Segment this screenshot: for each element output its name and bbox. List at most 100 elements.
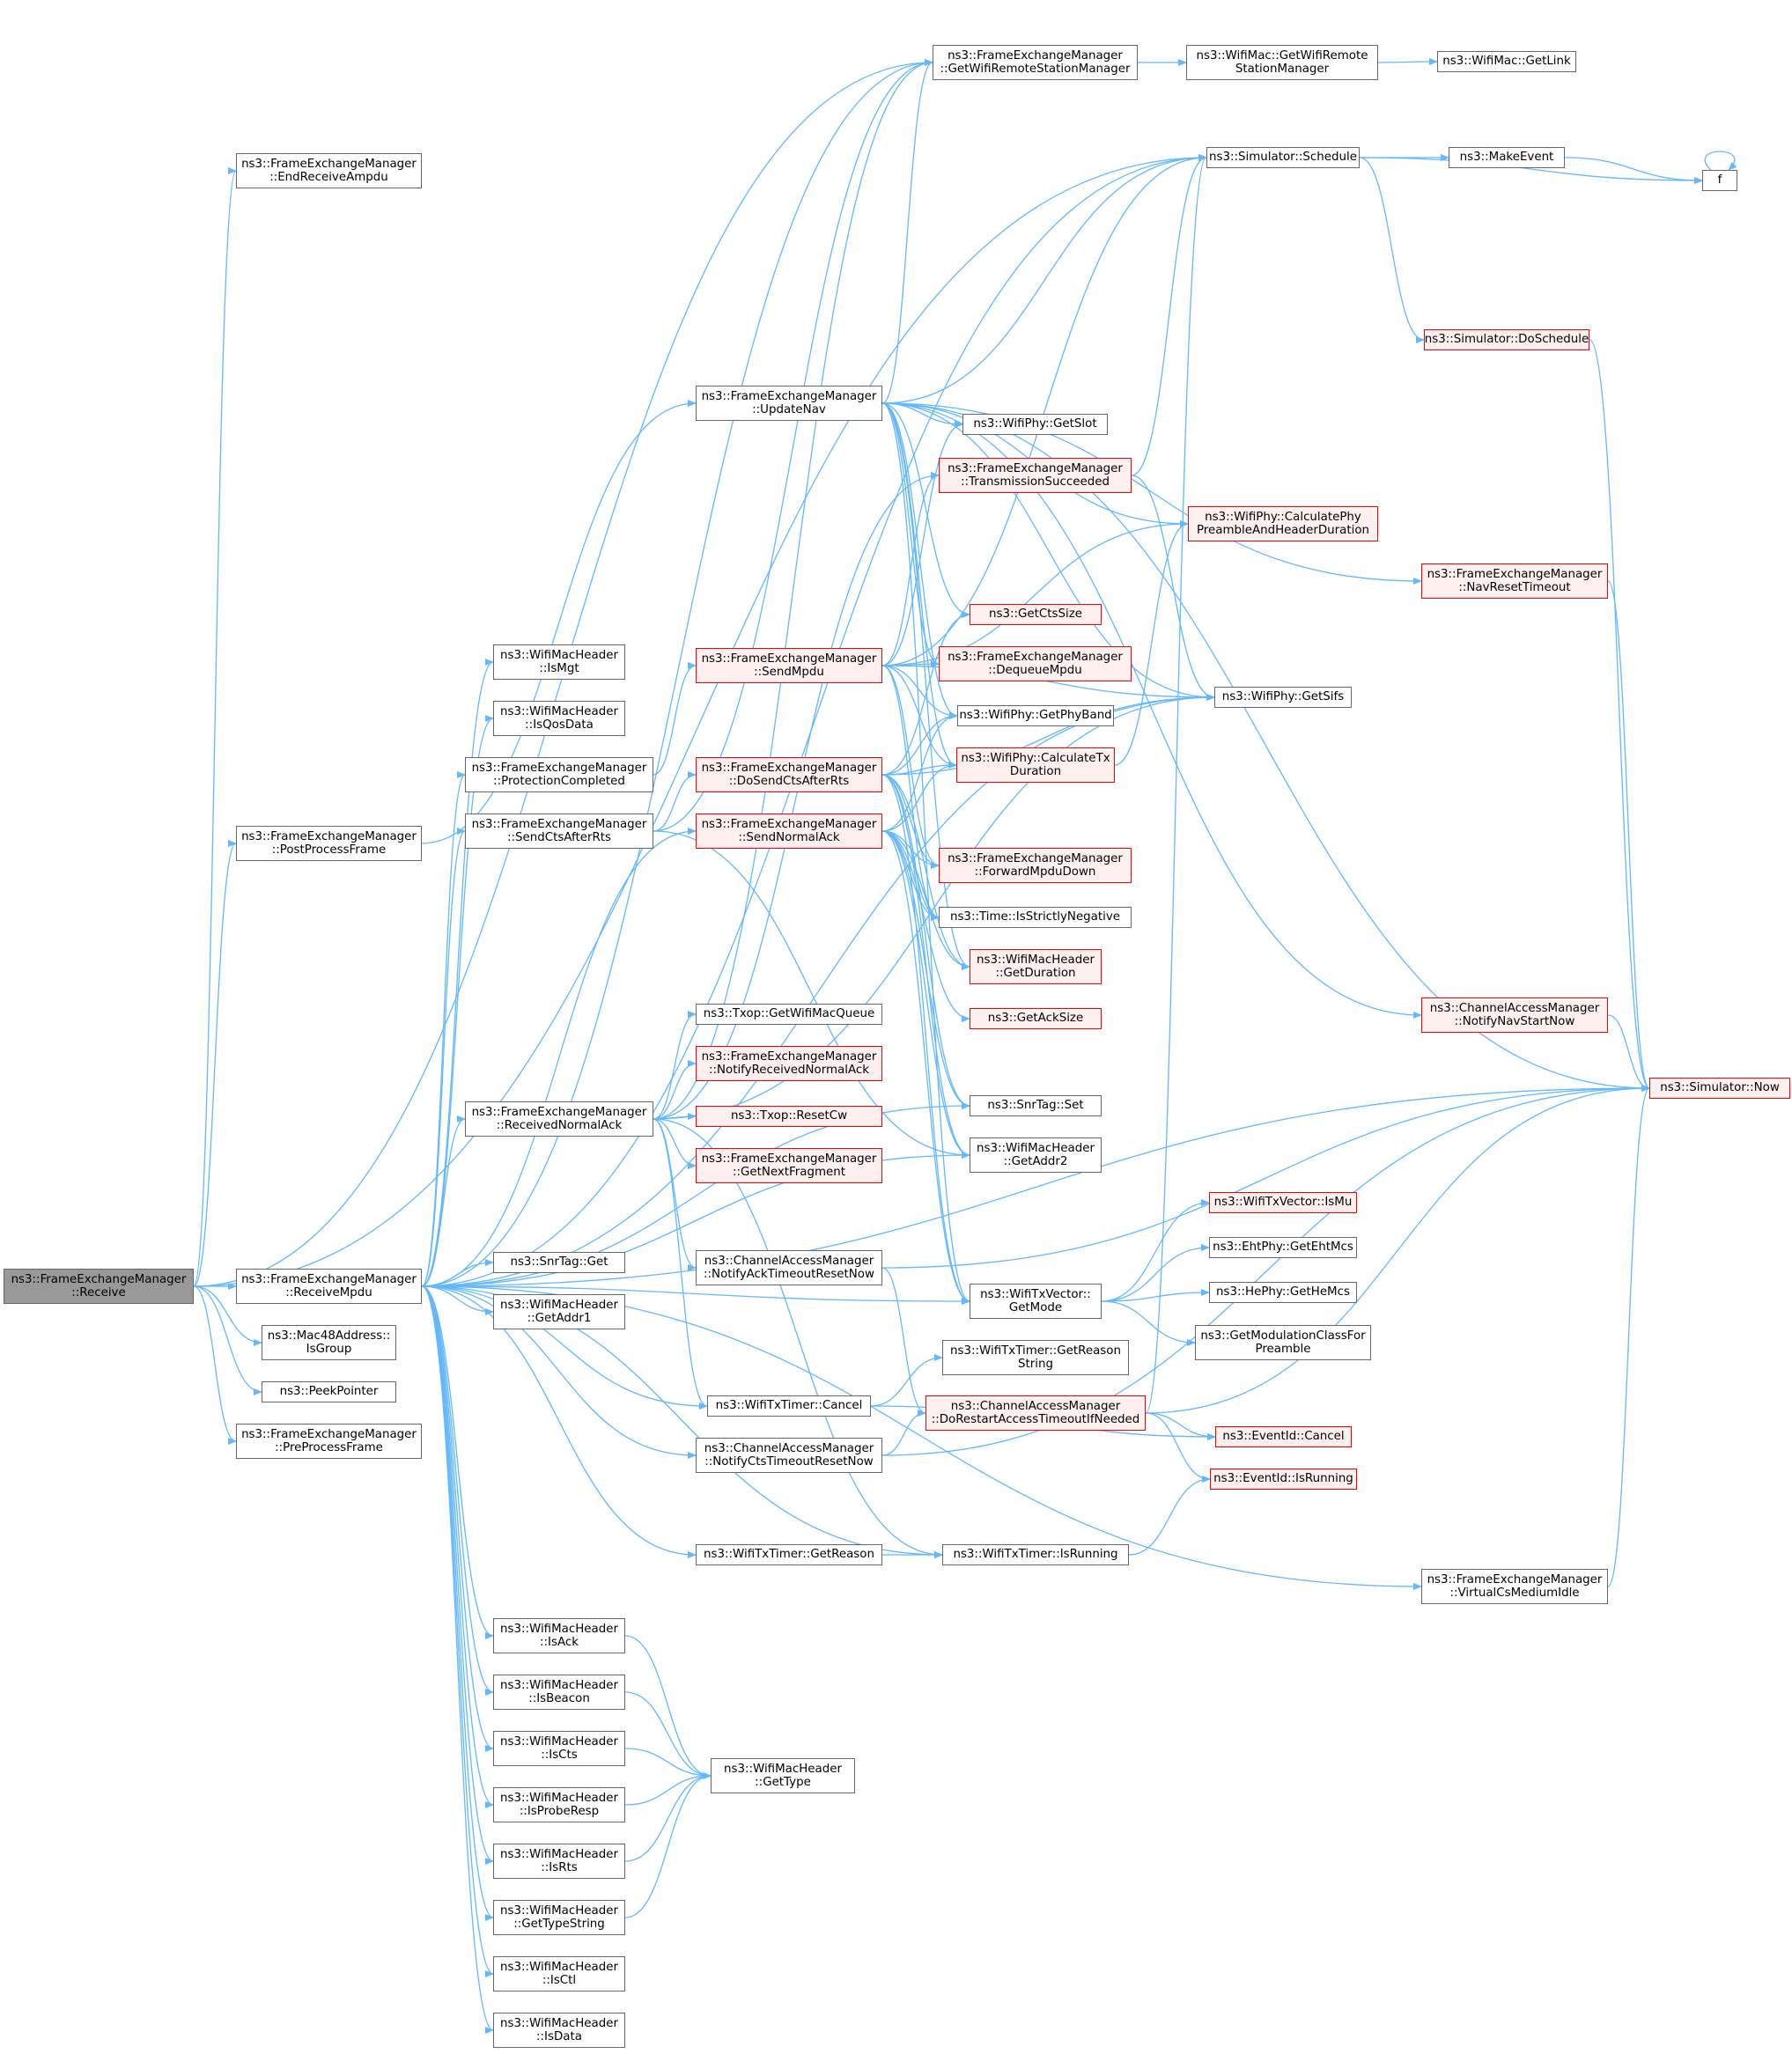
node-makeevent[interactable]: ns3::MakeEvent	[1449, 147, 1565, 168]
node-gethemcs[interactable]: ns3::HePhy::GetHeMcs	[1209, 1282, 1357, 1303]
node-label: ns3::FrameExchangeManager	[948, 851, 1123, 865]
node-doschedule[interactable]: ns3::Simulator::DoSchedule	[1424, 329, 1589, 350]
node-snrtagset[interactable]: ns3::SnrTag::Set	[970, 1095, 1102, 1116]
node-updatenav[interactable]: ns3::FrameExchangeManager::UpdateNav	[696, 386, 882, 421]
edge-dorestartaccesstimeout-to-eventidisrunning	[1145, 1412, 1211, 1483]
node-txopgetwifimacqueue[interactable]: ns3::Txop::GetWifiMacQueue	[696, 1004, 882, 1025]
node-wifitxtimergetreason[interactable]: ns3::WifiTxTimer::GetReason	[696, 1544, 882, 1565]
edge-receive-to-peekpointer	[193, 1285, 262, 1395]
node-dosendctsafterrts[interactable]: ns3::FrameExchangeManager::DoSendCtsAfte…	[696, 757, 882, 792]
node-protectioncompleted[interactable]: ns3::FrameExchangeManager::ProtectionCom…	[465, 757, 653, 792]
node-virtualcsmediumidle[interactable]: ns3::FrameExchangeManager::VirtualCsMedi…	[1421, 1569, 1608, 1604]
edge-sendnormalack-to-getacksize	[881, 830, 970, 1022]
node-label: ns3::FrameExchangeManager	[948, 650, 1123, 664]
node-wifitxtimercancel[interactable]: ns3::WifiTxTimer::Cancel	[707, 1395, 871, 1417]
node-gettypestring[interactable]: ns3::WifiMacHeader::GetTypeString	[493, 1900, 625, 1935]
node-sendnormalack[interactable]: ns3::FrameExchangeManager::SendNormalAck	[696, 814, 882, 849]
node-receivednormalack[interactable]: ns3::FrameExchangeManager::ReceivedNorma…	[465, 1101, 653, 1137]
edge-dosendctsafterrts-to-wifitxvectorgetmode	[881, 774, 970, 1305]
node-gettype[interactable]: ns3::WifiMacHeader::GetType	[711, 1758, 855, 1793]
node-isack[interactable]: ns3::WifiMacHeader::IsAck	[493, 1618, 625, 1653]
node-label: ::PostProcessFrame	[271, 843, 387, 857]
edge-receivempdu-to-wifitxtimergetreason	[421, 1285, 697, 1558]
node-receivempdu[interactable]: ns3::FrameExchangeManager::ReceiveMpdu	[236, 1269, 422, 1304]
node-notifyreceivednormalack[interactable]: ns3::FrameExchangeManager::NotifyReceive…	[696, 1046, 882, 1081]
node-notifynavstartnow[interactable]: ns3::ChannelAccessManager::NotifyNavStar…	[1421, 998, 1608, 1033]
node-label: ::IsCtl	[542, 1974, 577, 1987]
node-notifyacktimeoutresetnow[interactable]: ns3::ChannelAccessManager::NotifyAckTime…	[696, 1250, 882, 1285]
node-label: ::IsData	[536, 2030, 582, 2043]
node-getnextfragment[interactable]: ns3::FrameExchangeManager::GetNextFragme…	[696, 1148, 882, 1183]
node-getwifiremotestationmanager[interactable]: ns3::FrameExchangeManager::GetWifiRemote…	[933, 45, 1138, 80]
node-getacksize[interactable]: ns3::GetAckSize	[970, 1008, 1102, 1029]
node-label: ns3::WifiMac::GetLink	[1442, 55, 1571, 69]
edge-isack-to-gettype	[624, 1635, 712, 1779]
node-label: ns3::GetAckSize	[987, 1012, 1084, 1026]
node-label: ns3::WifiTxTimer::GetReason	[704, 1548, 874, 1562]
node-simulatornow[interactable]: ns3::Simulator::Now	[1649, 1078, 1790, 1099]
node-endreceiveampdu[interactable]: ns3::FrameExchangeManager::EndReceiveAmp…	[236, 153, 422, 188]
node-eventidcancel[interactable]: ns3::EventId::Cancel	[1215, 1426, 1352, 1447]
node-wifimacgetlink[interactable]: ns3::WifiMac::GetLink	[1437, 51, 1576, 72]
node-label: ns3::ChannelAccessManager	[1429, 1001, 1600, 1015]
node-getctssize[interactable]: ns3::GetCtsSize	[970, 604, 1102, 625]
node-eventidisrunning[interactable]: ns3::EventId::IsRunning	[1210, 1469, 1357, 1490]
node-getaddr2[interactable]: ns3::WifiMacHeader::GetAddr2	[970, 1137, 1102, 1173]
node-label: ns3::WifiMacHeader	[500, 704, 618, 718]
edge-receivempdu-to-isack	[421, 1285, 494, 1639]
node-wifitxtimerisrunning[interactable]: ns3::WifiTxTimer::IsRunning	[942, 1544, 1129, 1565]
node-getehtmcs[interactable]: ns3::EhtPhy::GetEhtMcs	[1209, 1237, 1357, 1258]
node-sendmpdu[interactable]: ns3::FrameExchangeManager::SendMpdu	[696, 648, 882, 683]
node-isproberesp[interactable]: ns3::WifiMacHeader::IsProbeResp	[493, 1787, 625, 1822]
node-isstrictlynegative[interactable]: ns3::Time::IsStrictlyNegative	[939, 907, 1132, 928]
node-navresettimeout[interactable]: ns3::FrameExchangeManager::NavResetTimeo…	[1421, 563, 1608, 599]
node-peekpointer[interactable]: ns3::PeekPointer	[262, 1381, 396, 1402]
node-isctl[interactable]: ns3::WifiMacHeader::IsCtl	[493, 1956, 625, 1991]
edge-dosendctsafterrts-to-getctssize	[881, 611, 970, 776]
node-label: ::IsBeacon	[528, 1692, 590, 1705]
node-postprocessframe[interactable]: ns3::FrameExchangeManager::PostProcessFr…	[236, 826, 422, 861]
node-label: ns3::FrameExchangeManager	[241, 157, 417, 171]
node-getduration[interactable]: ns3::WifiMacHeader::GetDuration	[970, 949, 1102, 984]
node-isbeacon[interactable]: ns3::WifiMacHeader::IsBeacon	[493, 1675, 625, 1710]
node-getsifs[interactable]: ns3::WifiPhy::GetSifs	[1214, 687, 1352, 708]
edge-receive-to-isgroup	[193, 1285, 262, 1346]
node-getslot[interactable]: ns3::WifiPhy::GetSlot	[962, 414, 1108, 435]
node-isdata[interactable]: ns3::WifiMacHeader::IsData	[493, 2013, 625, 2048]
node-snrtagget[interactable]: ns3::SnrTag::Get	[493, 1252, 625, 1273]
edge-receivempdu-to-isproberesp	[421, 1285, 494, 1808]
node-getaddr1[interactable]: ns3::WifiMacHeader::GetAddr1	[493, 1294, 625, 1329]
node-transmissionsucceeded[interactable]: ns3::FrameExchangeManager::TransmissionS…	[939, 458, 1132, 493]
node-preprocessframe[interactable]: ns3::FrameExchangeManager::PreProcessFra…	[236, 1424, 422, 1459]
node-ismgt[interactable]: ns3::WifiMacHeader::IsMgt	[493, 644, 625, 680]
node-label: ns3::PeekPointer	[279, 1385, 379, 1399]
node-isgroup[interactable]: ns3::Mac48Address::IsGroup	[262, 1325, 396, 1360]
node-dorestartaccesstimeout[interactable]: ns3::ChannelAccessManager::DoRestartAcce…	[925, 1395, 1146, 1431]
node-wifitxvectorgetmode[interactable]: ns3::WifiTxVector::GetMode	[970, 1284, 1102, 1319]
node-label: ns3::FrameExchangeManager	[241, 1272, 417, 1286]
node-simulatorschedule[interactable]: ns3::Simulator::Schedule	[1206, 147, 1360, 168]
node-dequeuempdu[interactable]: ns3::FrameExchangeManager::DequeueMpdu	[939, 646, 1132, 681]
node-sendctsafterrts[interactable]: ns3::FrameExchangeManager::SendCtsAfterR…	[465, 814, 653, 849]
node-forwardmpdudown[interactable]: ns3::FrameExchangeManager::ForwardMpduDo…	[939, 848, 1132, 883]
node-f[interactable]: f	[1702, 170, 1737, 191]
node-iscts[interactable]: ns3::WifiMacHeader::IsCts	[493, 1731, 625, 1766]
node-receive[interactable]: ns3::FrameExchangeManager::Receive	[4, 1269, 194, 1304]
node-label: ns3::ChannelAccessManager	[950, 1399, 1121, 1413]
node-istxvectorismu[interactable]: ns3::WifiTxVector::IsMu	[1209, 1192, 1357, 1213]
edge-receive-to-preprocessframe	[193, 1285, 237, 1445]
node-isrts[interactable]: ns3::WifiMacHeader::IsRts	[493, 1844, 625, 1879]
node-label: String	[1018, 1358, 1053, 1371]
node-getphyband[interactable]: ns3::WifiPhy::GetPhyBand	[957, 705, 1114, 726]
node-isqosdata[interactable]: ns3::WifiMacHeader::IsQosData	[493, 701, 625, 736]
node-notifyctstimeoutresetnow[interactable]: ns3::ChannelAccessManager::NotifyCtsTime…	[696, 1438, 882, 1473]
node-label: ns3::FrameExchangeManager	[701, 389, 877, 403]
node-txopresetcw[interactable]: ns3::Txop::ResetCw	[696, 1106, 882, 1127]
node-label: ns3::FrameExchangeManager	[701, 652, 877, 666]
